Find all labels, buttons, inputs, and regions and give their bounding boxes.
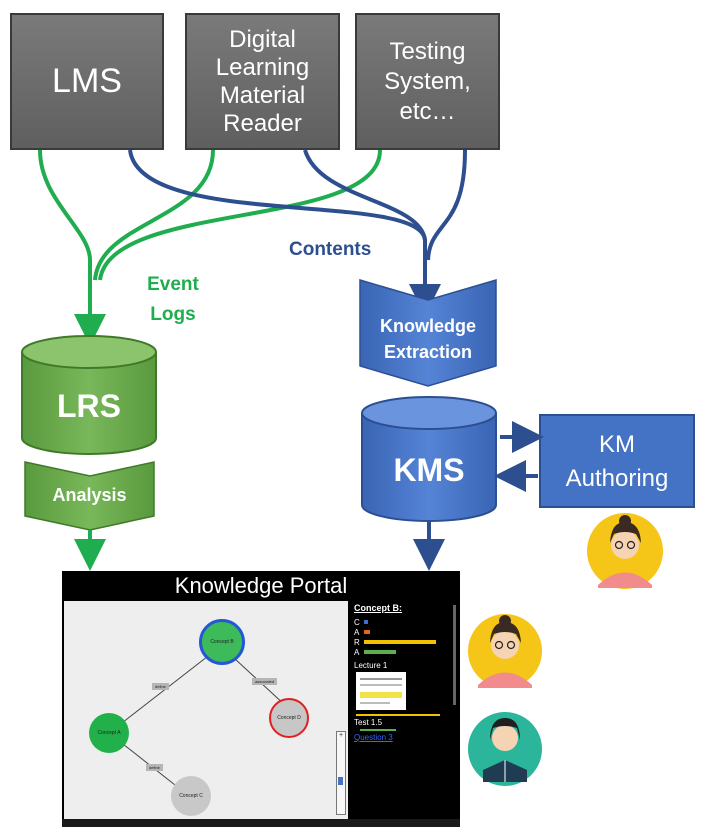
edge-label-bd: associated xyxy=(252,678,278,685)
teacher-avatar-icon xyxy=(587,513,663,589)
lms-label: LMS xyxy=(52,62,122,100)
lrs-label: LRS xyxy=(57,388,121,424)
portal-title: Knowledge Portal xyxy=(174,573,348,598)
portal-toolbar xyxy=(62,819,460,827)
student-avatar-icon xyxy=(468,712,542,786)
edge-label-ac: define xyxy=(146,764,163,771)
lecture-thumbnail[interactable] xyxy=(356,672,406,710)
score-bar-label: A xyxy=(354,627,360,637)
concept-b-node[interactable]: Concept B xyxy=(199,619,245,665)
event-logs-line-1: Event xyxy=(147,274,199,295)
zoom-slider[interactable]: + xyxy=(336,731,346,815)
kms-label: KMS xyxy=(393,452,465,488)
flow-reader-to-ke xyxy=(303,149,427,241)
flow-reader-to-lrs xyxy=(93,149,215,281)
km-authoring-line-2: Authoring xyxy=(565,465,669,492)
lrs-cylinder xyxy=(21,335,157,455)
analysis-chevron xyxy=(24,461,155,531)
testing-line-2: System, xyxy=(384,67,471,95)
concept-d-node[interactable]: Concept D xyxy=(269,698,309,738)
question-link[interactable]: Question 3 xyxy=(354,733,393,742)
kms-cylinder xyxy=(361,396,497,522)
event-logs-line-2: Logs xyxy=(150,304,196,325)
score-bar-row: C xyxy=(354,617,460,627)
analysis-label: Analysis xyxy=(52,485,127,505)
extraction-line-2: Extraction xyxy=(383,342,473,362)
flow-testing-to-ke xyxy=(426,149,467,261)
lms-box: LMS xyxy=(10,13,164,150)
extraction-chevron xyxy=(359,278,497,387)
flow-testing-to-lrs xyxy=(98,149,382,281)
score-bar-row: A xyxy=(354,627,460,637)
edge-label-ab: define xyxy=(152,683,169,690)
event-logs-label: Event Logs xyxy=(130,270,216,330)
score-bar xyxy=(364,650,397,654)
reader-line-2: Learning xyxy=(215,53,310,81)
flow-lms-to-lrs xyxy=(38,149,106,346)
score-bar xyxy=(364,620,368,624)
km-authoring-label: KM Authoring xyxy=(540,428,694,496)
reader-box: Digital Learning Material Reader xyxy=(185,13,340,150)
teacher-avatar-icon xyxy=(468,614,542,688)
score-bar-row: R xyxy=(354,637,460,647)
concept-c-label: Concept C xyxy=(179,793,203,799)
test-progress xyxy=(360,729,396,731)
lecture-label: Lecture 1 xyxy=(354,661,388,670)
zoom-in-icon[interactable]: + xyxy=(338,732,344,739)
concept-d-label: Concept D xyxy=(277,715,301,721)
score-bar-label: R xyxy=(354,637,360,647)
score-bar xyxy=(364,640,436,644)
km-authoring-box xyxy=(539,414,695,508)
knowledge-portal: Knowledge Portal Concept B Concept A Con… xyxy=(62,571,460,827)
flow-lms-to-ke xyxy=(128,149,441,316)
concept-a-node[interactable]: Concept A xyxy=(89,713,129,753)
extraction-line-1: Knowledge xyxy=(379,316,476,336)
score-bar xyxy=(364,630,370,634)
panel-scrollbar[interactable] xyxy=(453,605,456,705)
testing-line-1: Testing xyxy=(389,37,466,65)
testing-line-3: etc… xyxy=(399,97,456,125)
concept-c-node[interactable]: Concept C xyxy=(171,776,211,816)
score-bar-label: C xyxy=(354,617,360,627)
testing-box: Testing System, etc… xyxy=(355,13,500,150)
concept-graph[interactable]: Concept B Concept A Concept C Concept D … xyxy=(64,601,348,819)
score-bar-label: A xyxy=(354,647,360,657)
concept-b-label: Concept B xyxy=(210,639,234,645)
km-authoring-line-1: KM xyxy=(599,431,635,458)
detail-heading: Concept B: xyxy=(354,603,402,613)
test-label: Test 1.5 xyxy=(354,718,383,727)
zoom-handle[interactable] xyxy=(338,777,343,785)
lecture-progress xyxy=(356,714,440,716)
reader-line-3: Material xyxy=(219,81,306,109)
concept-a-label: Concept A xyxy=(97,730,121,736)
extraction-label: Knowledge Extraction xyxy=(360,313,496,365)
score-bar-row: A xyxy=(354,647,460,657)
contents-label: Contents xyxy=(289,239,372,260)
reader-line-4: Reader xyxy=(223,109,302,137)
reader-line-1: Digital xyxy=(229,25,296,53)
